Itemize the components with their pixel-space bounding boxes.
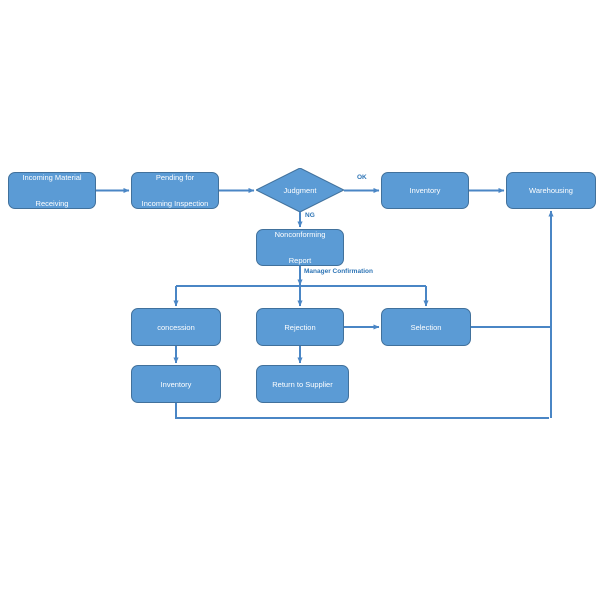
node-judgment[interactable]: Judgment (256, 168, 344, 212)
node-label-warehousing: Warehousing (529, 186, 573, 195)
node-inventory-bottom[interactable]: Inventory (131, 365, 221, 403)
node-label-line2: Report (288, 256, 312, 265)
node-rejection[interactable]: Rejection (256, 308, 344, 346)
node-label-return-to-supplier: Return to Supplier (272, 379, 333, 389)
node-label-selection: Selection (410, 322, 442, 332)
node-return-to-supplier[interactable]: Return to Supplier (256, 365, 349, 403)
node-label-line1: Incoming Material (22, 173, 82, 182)
node-label-inventory-bottom: Inventory (160, 379, 192, 389)
diamond-shape (256, 168, 344, 212)
node-label-line2: Receiving (35, 199, 69, 208)
node-label-line1: Pending for (155, 173, 195, 182)
node-label-concession: concession (157, 322, 195, 332)
node-selection[interactable]: Selection (381, 308, 471, 346)
node-label-rejection: Rejection (284, 322, 316, 332)
node-label-line2: Incoming Inspection (141, 199, 209, 208)
node-label-line1: Nonconforming (274, 230, 326, 239)
node-label-judgment: Judgment (283, 185, 317, 195)
edge-label-ok: OK (357, 174, 367, 181)
edge-label-manager-confirmation: Manager Confirmation (304, 268, 373, 275)
node-label-inventory-top: Inventory (409, 186, 441, 195)
node-warehousing[interactable]: Warehousing (506, 172, 596, 209)
node-inventory-top[interactable]: Inventory (381, 172, 469, 209)
edge-inventory-bottom-to-return-bus (175, 403, 549, 419)
edge-label-ng: NG (305, 212, 315, 219)
node-concession[interactable]: concession (131, 308, 221, 346)
